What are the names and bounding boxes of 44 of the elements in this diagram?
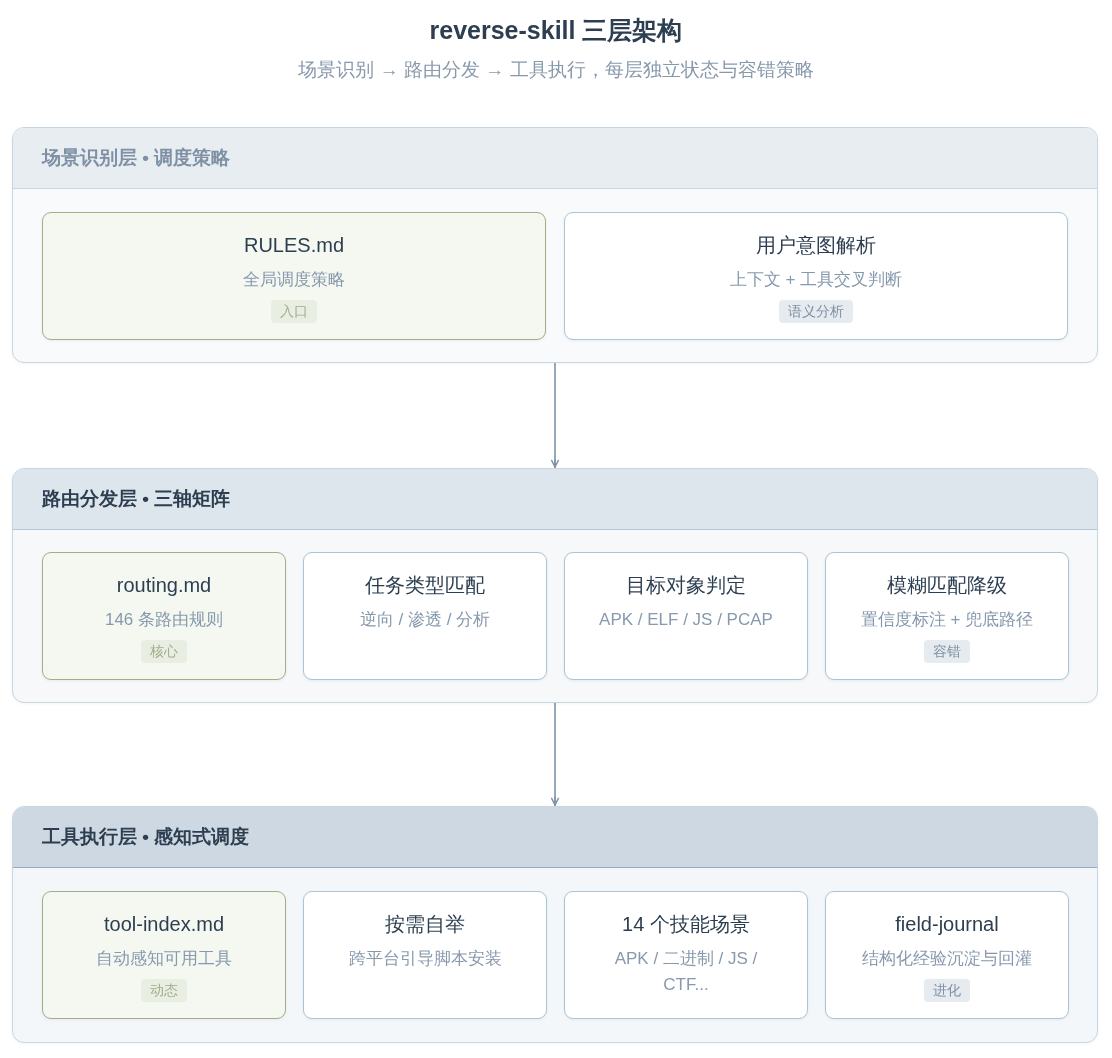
layer-panel [12, 468, 1098, 703]
card-title: 目标对象判定 [626, 573, 746, 598]
component-card [42, 891, 286, 1019]
component-card [564, 212, 1068, 340]
component-card [42, 552, 286, 680]
layer-panel [12, 127, 1098, 363]
card-subtitle: 置信度标注 + 兜底路径 [860, 609, 1034, 631]
card-subtitle: APK / ELF / JS / PCAP [599, 609, 773, 631]
layer-title: 路由分发层 • 三轴矩阵 [42, 487, 231, 511]
status-tag: 进化 [924, 979, 970, 1002]
card-title: routing.md [116, 573, 212, 598]
component-card [564, 552, 808, 680]
card-title: RULES.md [244, 233, 344, 258]
card-title: 14 个技能场景 [622, 912, 750, 937]
card-subtitle: 结构化经验沉淀与回灌 [862, 948, 1032, 970]
status-tag: 核心 [141, 640, 187, 663]
status-tag: 语义分析 [779, 300, 853, 323]
card-subtitle: APK / 二进制 / JS / CTF... [613, 948, 759, 996]
card-title: tool-index.md [103, 912, 225, 937]
component-card [303, 891, 547, 1019]
component-card [564, 891, 808, 1019]
card-subtitle: 上下文 + 工具交叉判断 [729, 269, 903, 291]
subtitle-text: 场景识别 → 路由分发 → 工具执行，每层独立状态与容错策略 [298, 58, 814, 82]
layer-title: 场景识别层 • 调度策略 [42, 146, 231, 170]
layer-title: 工具执行层 • 感知式调度 [42, 825, 250, 849]
component-card [42, 212, 546, 340]
card-title: 用户意图解析 [756, 233, 876, 258]
diagram-title: reverse-skill 三层架构 [429, 15, 683, 46]
card-title: 任务类型匹配 [365, 573, 485, 598]
card-subtitle: 跨平台引导脚本安装 [348, 948, 502, 970]
component-card [825, 552, 1069, 680]
status-tag: 动态 [141, 979, 187, 1002]
card-subtitle: 全局调度策略 [243, 269, 345, 291]
card-title: field-journal [895, 912, 999, 937]
card-subtitle: 逆向 / 渗透 / 分析 [359, 609, 491, 631]
status-tag: 入口 [271, 300, 317, 323]
component-card [303, 552, 547, 680]
card-title: 按需自举 [385, 912, 465, 937]
card-subtitle: 自动感知可用工具 [96, 948, 232, 970]
card-subtitle: 146 条路由规则 [104, 609, 224, 631]
layer-panel [12, 806, 1098, 1043]
component-card [825, 891, 1069, 1019]
status-tag: 容错 [924, 640, 970, 663]
card-title: 模糊匹配降级 [887, 573, 1007, 598]
